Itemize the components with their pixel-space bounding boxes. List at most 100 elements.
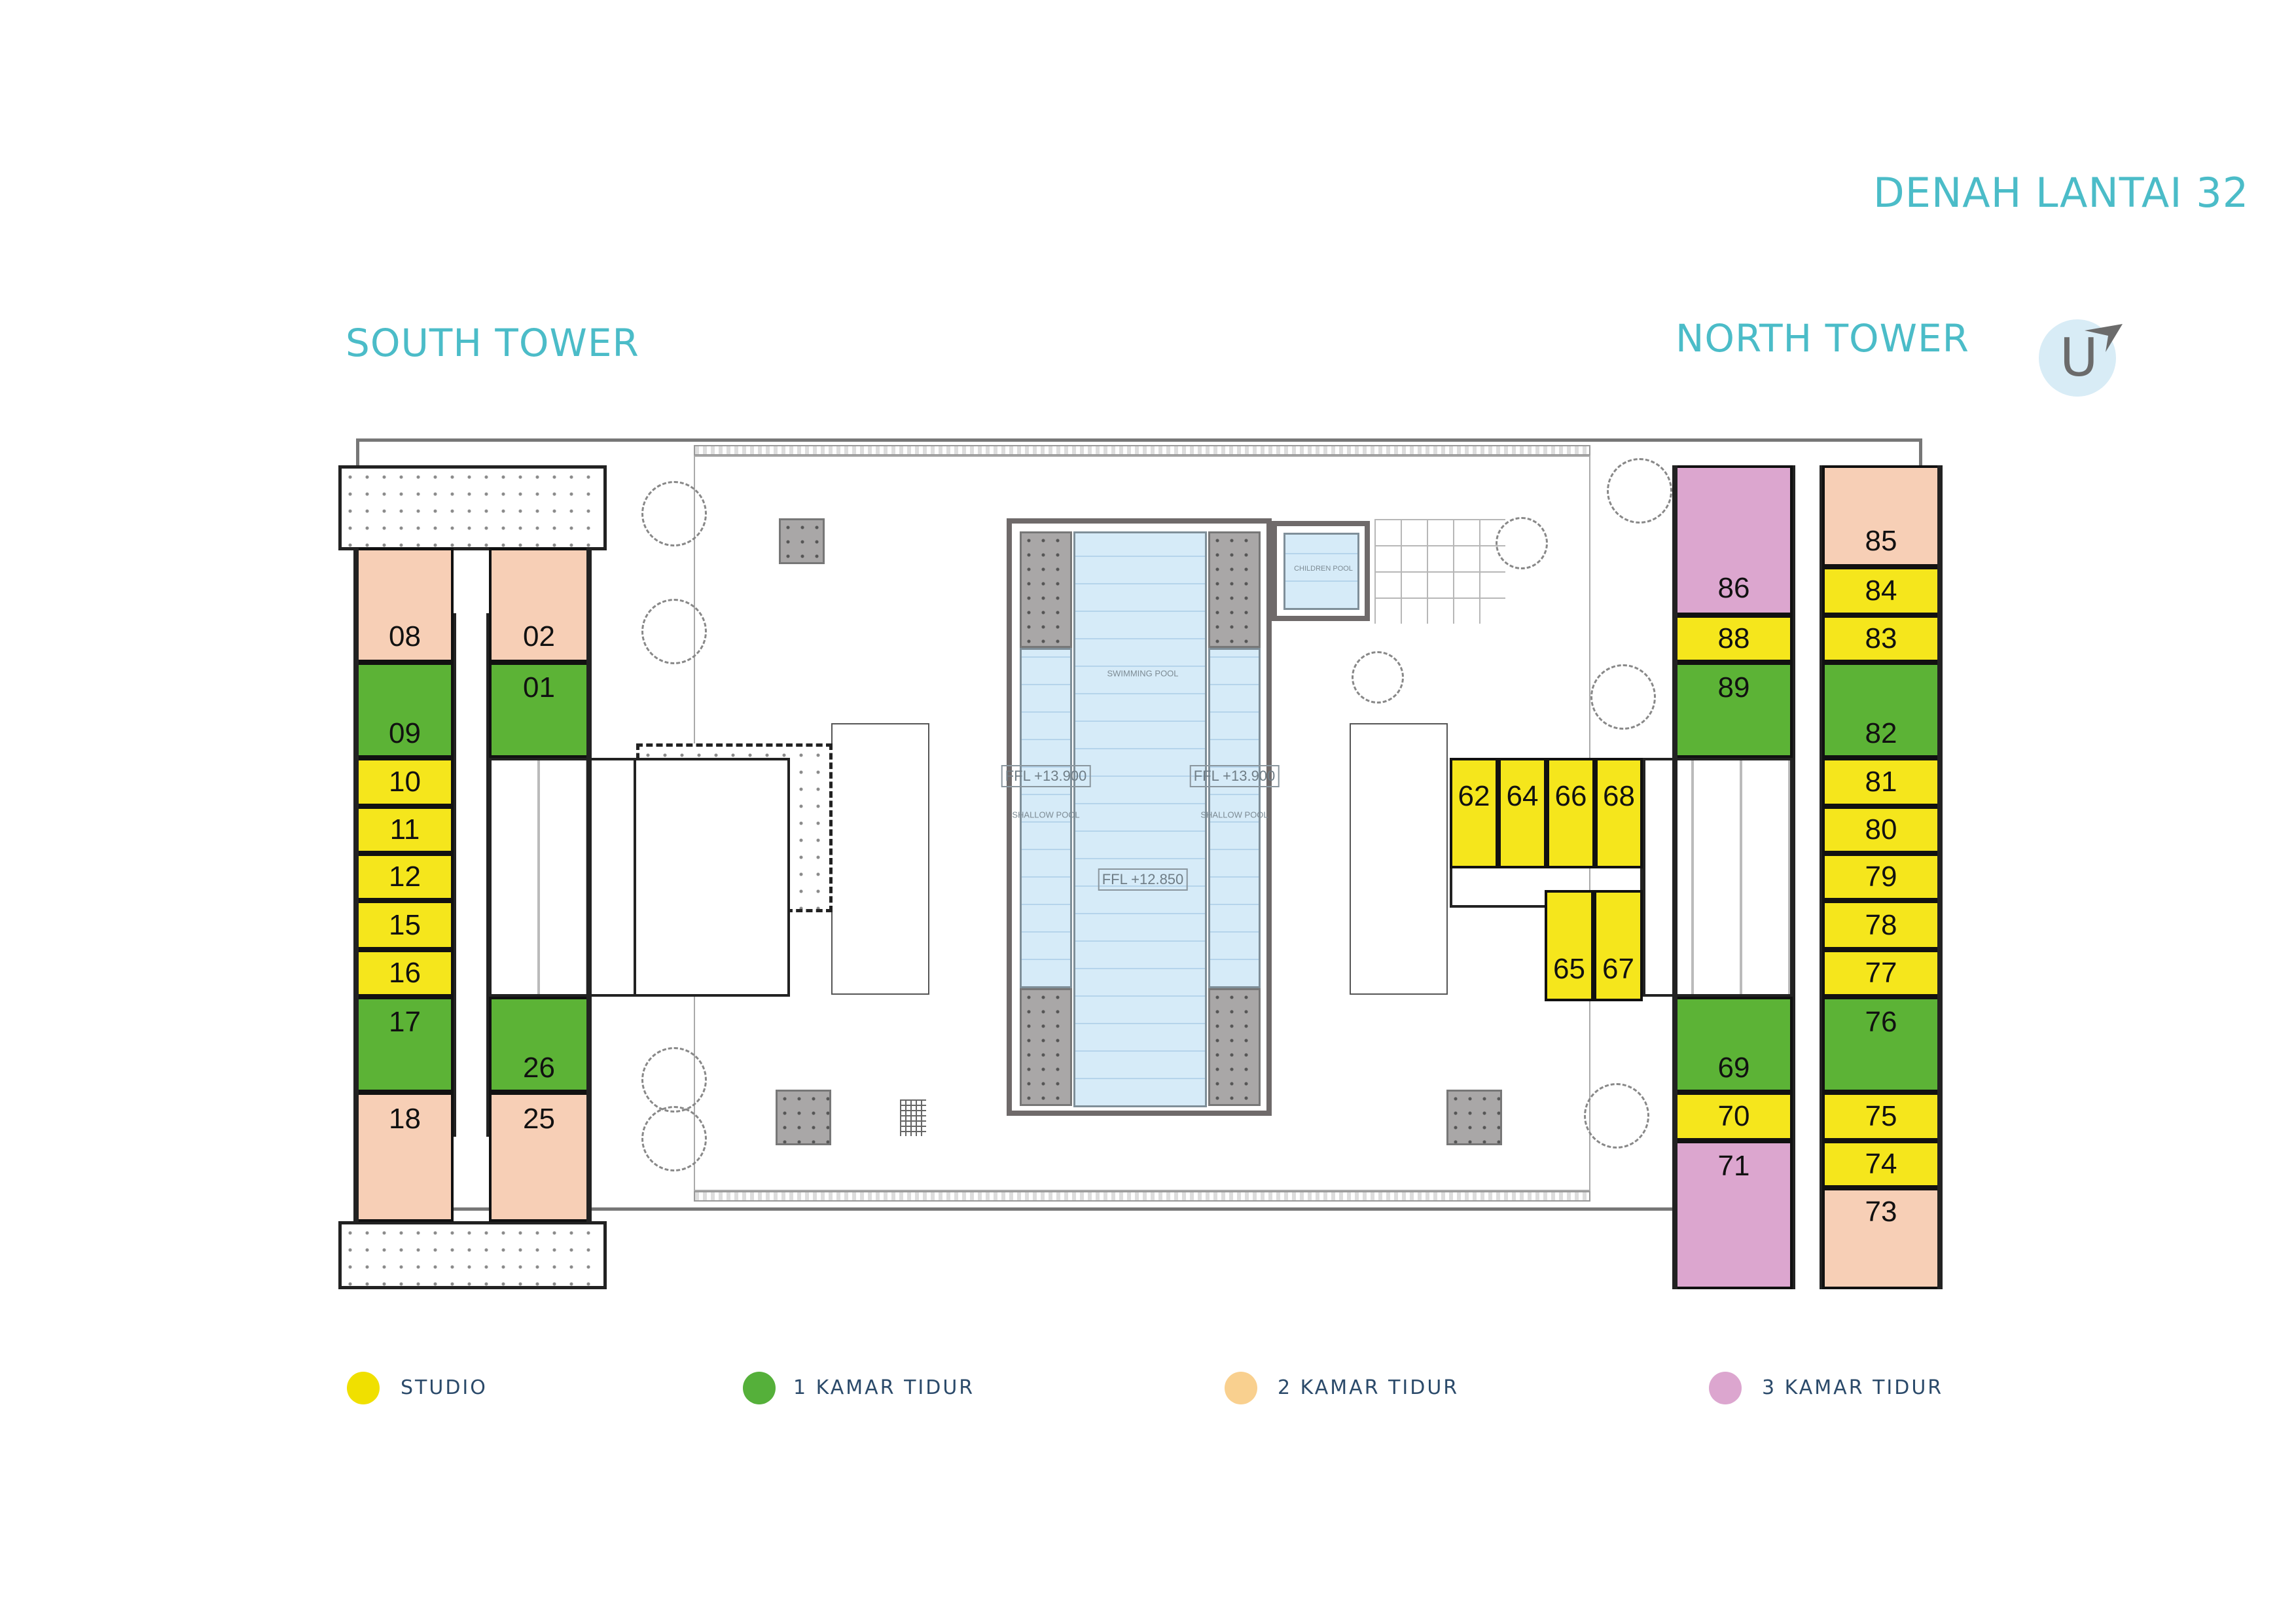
unit-number: 76 (1865, 1006, 1897, 1038)
unit-12[interactable]: 12 (356, 853, 454, 901)
north-lift-core (1643, 758, 1793, 997)
tree (641, 1106, 707, 1171)
legend-label-studio: STUDIO (401, 1376, 488, 1399)
unit-65[interactable]: 65 (1545, 890, 1594, 1001)
legend-dot-studio (347, 1372, 380, 1404)
unit-number: 12 (389, 861, 421, 893)
unit-number: 69 (1717, 1052, 1750, 1084)
children-pool-area: CHILDREN POOL (1272, 521, 1370, 621)
children-pool: CHILDREN POOL (1283, 533, 1359, 610)
unit-78[interactable]: 78 (1822, 901, 1940, 950)
unit-number: 25 (523, 1103, 555, 1135)
unit-68[interactable]: 68 (1595, 758, 1643, 868)
unit-number: 71 (1717, 1150, 1750, 1182)
pool-planter (1208, 531, 1261, 648)
south-tower-label: SOUTH TOWER (346, 321, 639, 365)
unit-number: 09 (389, 717, 421, 749)
unit-number: 16 (389, 957, 421, 989)
unit-66[interactable]: 66 (1547, 758, 1595, 868)
south-corridor (454, 613, 489, 1137)
unit-number: 80 (1865, 813, 1897, 846)
unit-73[interactable]: 73 (1822, 1188, 1940, 1289)
tree (1584, 1083, 1649, 1149)
unit-75[interactable]: 75 (1822, 1092, 1940, 1141)
tree (1352, 651, 1404, 704)
unit-number: 11 (389, 813, 420, 846)
north-tower-label: NORTH TOWER (1676, 316, 1969, 361)
unit-71[interactable]: 71 (1675, 1141, 1793, 1289)
unit-number: 84 (1865, 575, 1897, 607)
unit-83[interactable]: 83 (1822, 615, 1940, 662)
unit-number: 82 (1865, 717, 1897, 749)
unit-62[interactable]: 62 (1450, 758, 1498, 868)
swimming-pool (1073, 531, 1207, 1107)
unit-17[interactable]: 17 (356, 997, 454, 1092)
unit-84[interactable]: 84 (1822, 567, 1940, 615)
north-tower-wall (1937, 465, 1943, 1289)
pool-planter (1208, 988, 1261, 1106)
south-garden-top (338, 465, 607, 550)
unit-number: 01 (523, 671, 555, 704)
unit-number: 65 (1553, 953, 1585, 985)
unit-number: 10 (389, 766, 421, 798)
unit-number: 66 (1554, 780, 1587, 812)
unit-18[interactable]: 18 (356, 1092, 454, 1222)
unit-16[interactable]: 16 (356, 950, 454, 997)
unit-number: 62 (1458, 780, 1490, 812)
tree (1607, 458, 1672, 524)
unit-86[interactable]: 86 (1675, 465, 1793, 615)
legend-label-3-bedroom: 3 KAMAR TIDUR (1762, 1376, 1944, 1399)
unit-11[interactable]: 11 (356, 806, 454, 853)
legend-label-1-bedroom: 1 KAMAR TIDUR (793, 1376, 975, 1399)
unit-74[interactable]: 74 (1822, 1141, 1940, 1188)
unit-81[interactable]: 81 (1822, 758, 1940, 806)
unit-79[interactable]: 79 (1822, 853, 1940, 901)
tree (641, 599, 707, 664)
unit-number: 85 (1865, 525, 1897, 557)
unit-69[interactable]: 69 (1675, 997, 1793, 1092)
unit-82[interactable]: 82 (1822, 662, 1940, 758)
unit-08[interactable]: 08 (356, 548, 454, 662)
unit-70[interactable]: 70 (1675, 1092, 1793, 1141)
unit-10[interactable]: 10 (356, 758, 454, 806)
unit-number: 26 (523, 1052, 555, 1084)
unit-67[interactable]: 67 (1594, 890, 1643, 1001)
unit-09[interactable]: 09 (356, 662, 454, 758)
south-tower (338, 465, 790, 1289)
unit-77[interactable]: 77 (1822, 950, 1940, 997)
unit-number: 68 (1603, 780, 1635, 812)
children-pool-label: CHILDREN POOL (1294, 565, 1353, 573)
unit-76[interactable]: 76 (1822, 997, 1940, 1092)
shallow-pool-left (1020, 648, 1072, 988)
north-arrow-icon (2085, 324, 2123, 352)
terrace-left (831, 723, 929, 995)
shallow-pool-left-label: SHALLOW POOL (1012, 810, 1080, 820)
unit-15[interactable]: 15 (356, 901, 454, 950)
south-tower-wall (586, 548, 592, 1222)
unit-26[interactable]: 26 (489, 997, 589, 1092)
unit-number: 17 (389, 1006, 421, 1038)
south-lift-core-inner (489, 758, 636, 997)
unit-number: 77 (1865, 957, 1897, 989)
ffl-left-label: FFL +13.900 (1001, 765, 1091, 787)
unit-number: 86 (1717, 572, 1750, 604)
south-tower-wall (353, 548, 359, 1222)
unit-number: 02 (523, 620, 555, 652)
unit-01[interactable]: 01 (489, 662, 589, 758)
unit-85[interactable]: 85 (1822, 465, 1940, 567)
swimming-pool-label: SWIMMING POOL (1107, 668, 1179, 679)
unit-89[interactable]: 89 (1675, 662, 1793, 758)
compass: U (2039, 319, 2123, 397)
planter (776, 1090, 831, 1145)
planter (1446, 1090, 1502, 1145)
unit-64[interactable]: 64 (1498, 758, 1547, 868)
unit-88[interactable]: 88 (1675, 615, 1793, 662)
unit-number: 64 (1506, 780, 1539, 812)
unit-25[interactable]: 25 (489, 1092, 589, 1222)
legend-label-2-bedroom: 2 KAMAR TIDUR (1278, 1376, 1460, 1399)
ffl-right-label: FFL +13.900 (1189, 765, 1280, 787)
unit-80[interactable]: 80 (1822, 806, 1940, 853)
unit-02[interactable]: 02 (489, 548, 589, 662)
compass-letter: U (2060, 327, 2098, 388)
unit-number: 70 (1717, 1100, 1750, 1132)
